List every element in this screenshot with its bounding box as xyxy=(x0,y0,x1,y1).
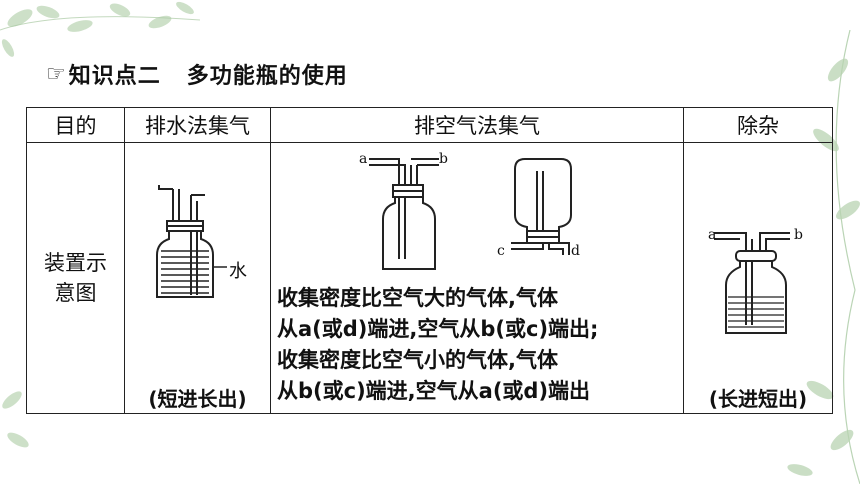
wash-label-a: a xyxy=(708,227,717,243)
impurity-removal-cell: a b (长进短出) xyxy=(683,142,833,414)
air-line-1: 收集密度比空气大的气体,气体 xyxy=(277,286,558,310)
multifunction-bottle-table: 目的 排水法集气 排空气法集气 除杂 装置示 意图 xyxy=(26,107,833,414)
row-label-cell: 装置示 意图 xyxy=(26,142,125,414)
table-header-row: 目的 排水法集气 排空气法集气 除杂 xyxy=(26,107,833,143)
section-heading: ☞ 知识点二 多功能瓶的使用 xyxy=(46,58,348,90)
row-label-line-1: 装置示 xyxy=(44,251,107,275)
air-line-4: 从b(或c)端进,空气从a(或d)端出 xyxy=(277,379,591,403)
water-collection-cell: 水 (短进长出) xyxy=(124,142,271,414)
table-diagram-row: 装置示 意图 xyxy=(26,142,833,414)
header-purpose: 目的 xyxy=(26,107,125,143)
water-label: 水 xyxy=(229,261,247,282)
row-label-line-2: 意图 xyxy=(54,281,97,305)
air-line-3: 收集密度比空气小的气体,气体 xyxy=(277,348,558,372)
air-explanation: 收集密度比空气大的气体,气体 从a(或d)端进,空气从b(或c)端出; 收集密度… xyxy=(277,283,598,407)
header-air-collection: 排空气法集气 xyxy=(270,107,684,143)
label-b: b xyxy=(439,151,448,167)
water-caption: (短进长出) xyxy=(148,387,247,411)
inverted-bottle-diagram xyxy=(511,158,572,255)
label-a: a xyxy=(359,151,368,167)
removal-caption: (长进短出) xyxy=(708,387,808,411)
water-bottle-diagram xyxy=(156,185,227,298)
hand-pointing-icon: ☞ xyxy=(46,61,67,87)
header-water-collection: 排水法集气 xyxy=(124,107,271,143)
knowledge-point-label: 知识点二 xyxy=(68,64,161,89)
section-title: 多功能瓶的使用 xyxy=(186,64,348,89)
washing-bottle-diagram xyxy=(714,232,790,334)
air-collection-cell: a b c d 收集密度比空气 xyxy=(270,142,684,414)
header-impurity-removal: 除杂 xyxy=(683,107,833,143)
upright-bottle-diagram xyxy=(369,158,439,270)
wash-label-b: b xyxy=(794,227,803,243)
label-d: d xyxy=(571,243,580,259)
air-line-2: 从a(或d)端进,空气从b(或c)端出; xyxy=(277,317,599,341)
label-c: c xyxy=(497,243,505,259)
